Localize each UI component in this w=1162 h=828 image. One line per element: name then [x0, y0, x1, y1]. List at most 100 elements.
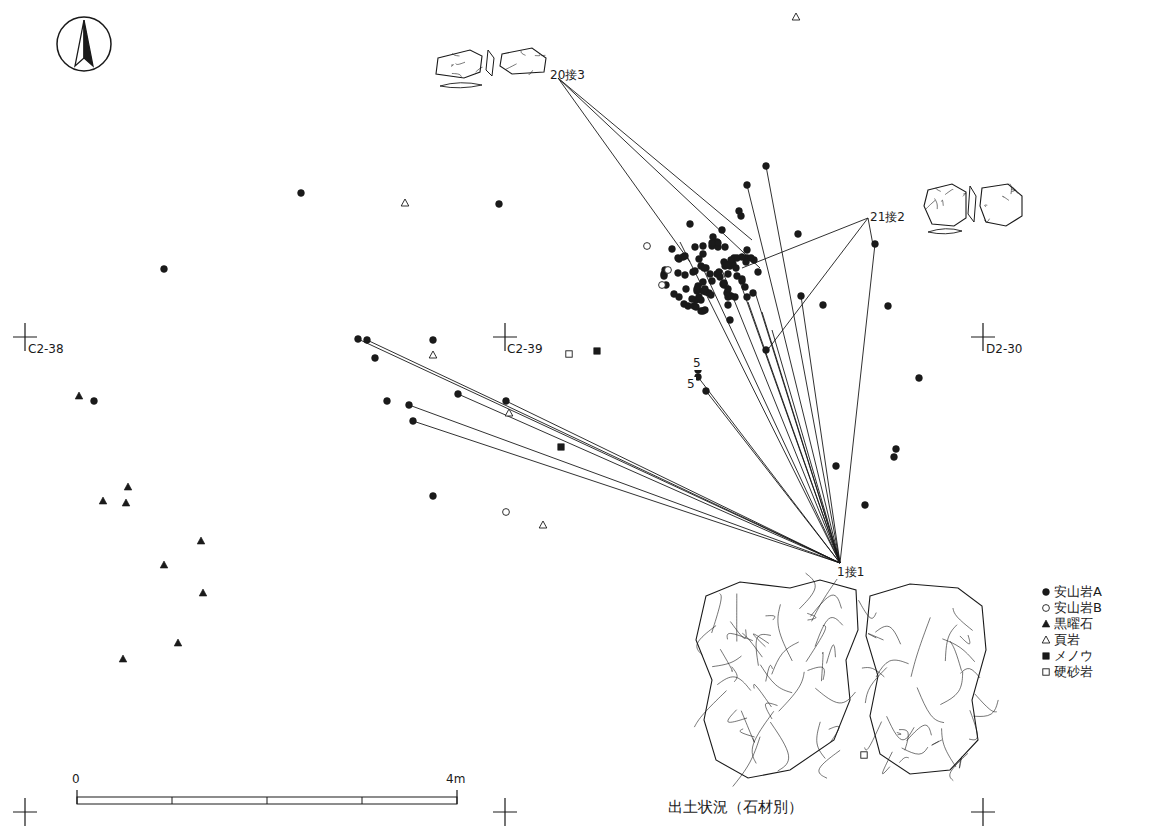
artifact-point — [725, 302, 732, 309]
legend-text: 安山岩B — [1054, 600, 1102, 616]
artifact-point — [763, 347, 770, 354]
flake-scar — [899, 757, 908, 762]
flake-scar — [760, 665, 792, 693]
artifact-point — [916, 375, 923, 382]
flake-scar — [882, 752, 892, 774]
artifact-point — [99, 497, 107, 504]
refit-line — [700, 262, 840, 563]
artifact-point — [661, 273, 668, 280]
refit-line — [740, 282, 840, 563]
artifact-point — [763, 163, 770, 170]
flake-scar — [752, 711, 774, 763]
artifact-point — [539, 521, 547, 528]
flake-scar — [770, 722, 788, 771]
flake-scar — [815, 618, 843, 647]
artifact-outline — [696, 580, 858, 778]
flake-scar — [521, 51, 525, 56]
flake-scar — [765, 616, 774, 620]
artifact-point — [820, 302, 827, 309]
artifact-point — [682, 253, 689, 260]
artifact-point — [744, 182, 751, 189]
flake-scar — [807, 613, 816, 620]
artifact-point — [659, 282, 666, 289]
artifact-point — [496, 201, 503, 208]
flake-scar — [902, 747, 928, 754]
artifact-point — [682, 272, 689, 279]
grid-label: D2-30 — [986, 342, 1022, 356]
refit-line — [698, 377, 840, 563]
legend-text: 黒曜石 — [1054, 616, 1093, 632]
artifact-point — [798, 293, 805, 300]
flake-scar — [806, 625, 826, 661]
refit-line — [772, 330, 840, 563]
artifact-point — [298, 190, 305, 197]
flake-scar — [935, 198, 938, 209]
refit-line — [413, 421, 840, 563]
refit-label: 21接2 — [870, 210, 905, 224]
artifact-point — [792, 13, 800, 20]
artifact-point — [689, 296, 696, 303]
flake-scar — [452, 73, 462, 76]
artifact-point — [355, 336, 362, 343]
artifact-point — [720, 281, 727, 288]
artifact-point — [692, 268, 699, 275]
artifact-outline — [980, 184, 1022, 226]
artifact-point — [410, 418, 417, 425]
flake-scar — [950, 641, 962, 671]
artifact-point — [406, 402, 413, 409]
flake-scar — [942, 728, 956, 766]
artifact-point — [709, 240, 716, 247]
refit-line — [358, 339, 840, 563]
flake-scar — [779, 672, 805, 711]
grid-cross — [13, 323, 995, 826]
artifact-point — [728, 257, 735, 264]
legend-text: 頁岩 — [1054, 632, 1080, 648]
flake-scar — [985, 205, 988, 207]
artifact-point — [721, 280, 728, 287]
artifact-point — [429, 351, 437, 358]
flake-scar — [742, 633, 762, 657]
artifact-point — [707, 271, 714, 278]
flake-scar — [529, 70, 533, 74]
flake-scar — [817, 722, 825, 759]
scale-label: 4m — [446, 772, 465, 786]
artifact-point — [372, 355, 379, 362]
flake-scar — [452, 53, 459, 56]
flake-scar — [953, 608, 973, 630]
flake-scar — [505, 64, 516, 70]
artifact-point — [681, 301, 688, 308]
legend-symbol — [1042, 636, 1050, 643]
refit-line — [367, 340, 840, 563]
artifact-point — [174, 639, 182, 646]
flake-scar — [906, 725, 931, 741]
flake-scar — [1003, 196, 1009, 200]
artifact-point — [719, 227, 726, 234]
refit-line — [458, 394, 840, 563]
grid-cross — [13, 798, 37, 826]
artifact-point — [700, 243, 707, 250]
flake-scar — [541, 55, 545, 56]
flake-scar — [960, 635, 970, 644]
refit-line — [506, 401, 840, 563]
flake-scar — [1010, 184, 1011, 194]
flake-scar — [963, 193, 966, 196]
artifact-outline — [866, 584, 986, 774]
artifact-point — [644, 243, 651, 250]
artifact-point — [683, 286, 690, 293]
artifact-point — [671, 291, 678, 298]
scale-label: 0 — [72, 772, 80, 786]
refit-line — [558, 78, 760, 268]
flake-scar — [730, 622, 746, 639]
flake-scar — [829, 726, 839, 742]
flake-scar — [799, 573, 815, 609]
legend-symbol — [1043, 589, 1050, 596]
artifact-point — [733, 265, 740, 272]
artifact-point — [795, 231, 802, 238]
artifact-point — [703, 388, 710, 395]
legend-symbol — [1043, 605, 1050, 612]
artifact-point — [716, 269, 723, 276]
artifact-point — [197, 537, 205, 544]
flake-scar — [945, 189, 953, 194]
flake-scar — [728, 710, 747, 723]
